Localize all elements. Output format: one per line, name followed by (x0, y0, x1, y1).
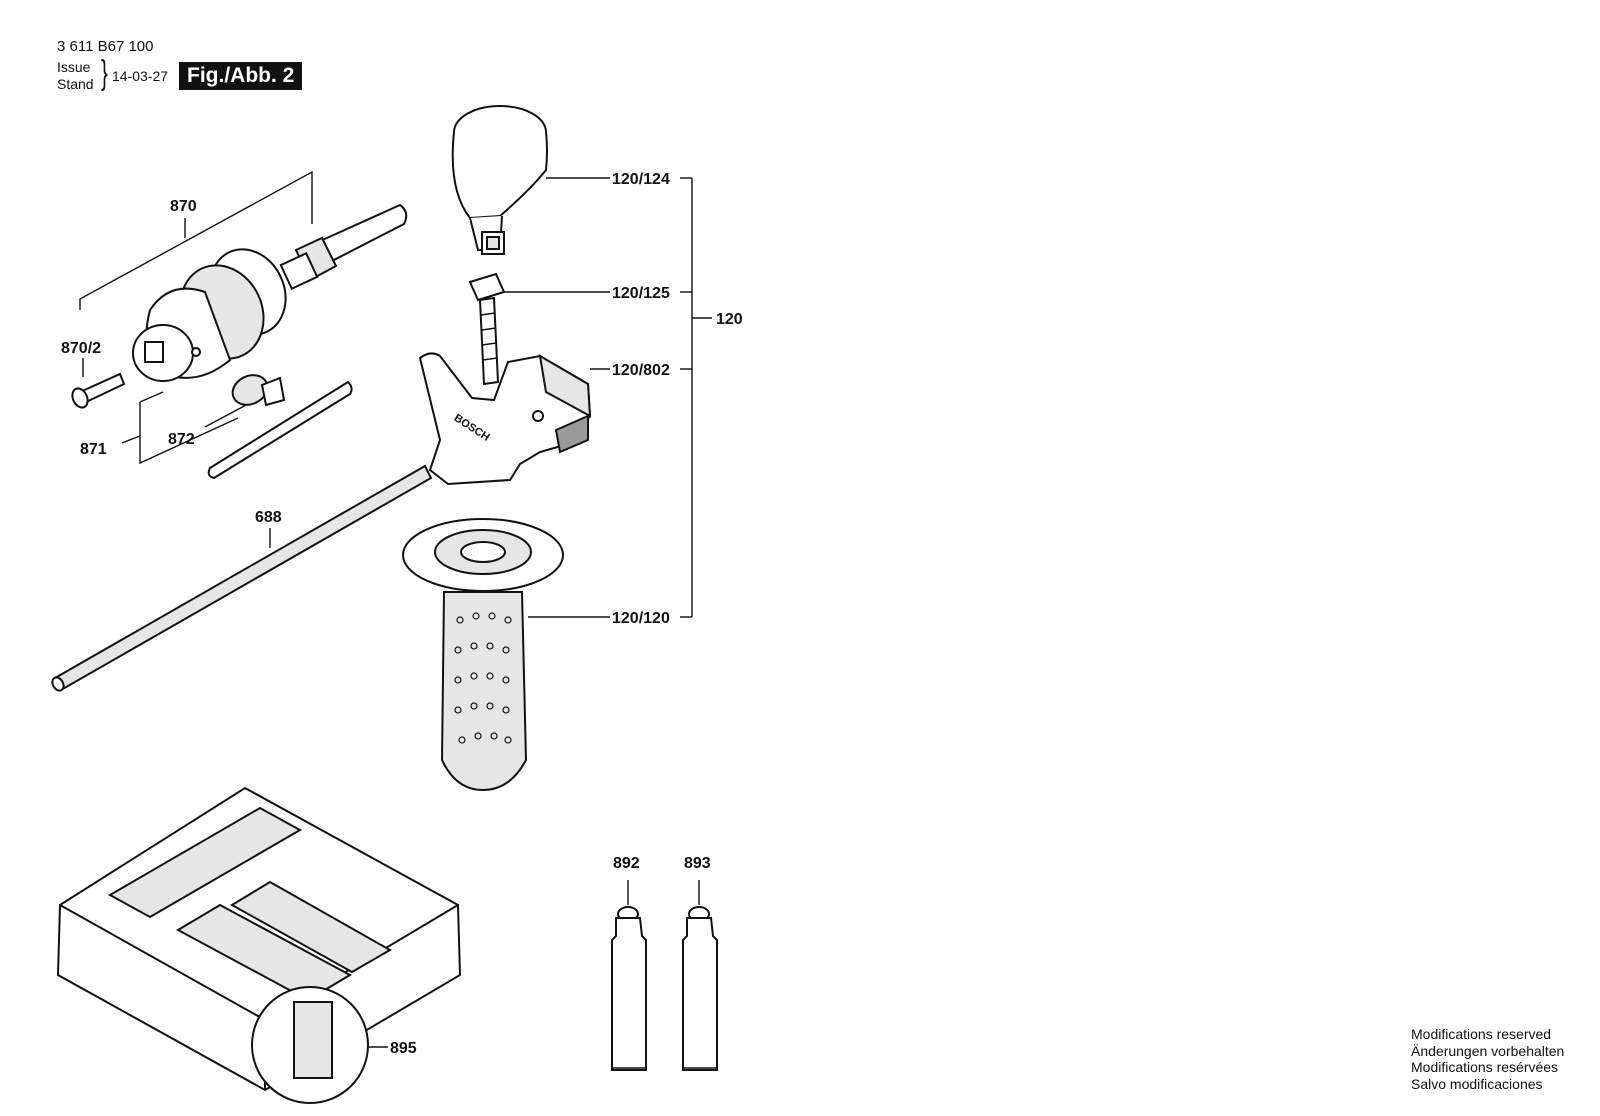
handle-holder: BOSCH (418, 352, 592, 486)
drill-chuck (132, 248, 287, 382)
callout-688: 688 (255, 509, 282, 526)
callout-893: 893 (684, 855, 711, 872)
handle-grip-dots (454, 612, 512, 744)
callout-895: 895 (390, 1040, 417, 1057)
issue-date: 14-03-27 (112, 68, 169, 84)
callout-892: 892 (613, 855, 640, 872)
callout-120-124: 120/124 (612, 171, 670, 188)
t-bolt (468, 272, 506, 386)
modifications-line-fr: Modifications resérvées (1411, 1059, 1559, 1075)
modifications-line-de: Änderungen vorbehalten (1411, 1042, 1565, 1059)
modifications-notice: Modifications reserved Änderungen vorbeh… (1411, 1026, 1564, 1092)
figure-label: Fig./Abb. 2 (179, 62, 303, 90)
issue-label: Issue (57, 59, 91, 75)
stand-label: Stand (57, 76, 94, 92)
leader-lines (79, 170, 712, 1048)
side-handle (402, 518, 564, 792)
callout-870-2: 870/2 (61, 340, 101, 357)
issue-brace: } (101, 54, 108, 92)
modifications-line-en: Modifications reserved (1411, 1026, 1552, 1042)
callout-120: 120 (716, 311, 743, 328)
callout-labels: 870 870/2 871 872 688 120/124 120/125 12… (61, 171, 743, 1057)
chuck-key (207, 374, 353, 480)
callout-872: 872 (168, 431, 195, 448)
callout-871: 871 (80, 441, 107, 458)
callout-120-802: 120/802 (612, 362, 670, 379)
sds-adapter-shank (279, 203, 408, 291)
clamping-band (451, 105, 548, 255)
modifications-line-es: Salvo modificaciones (1411, 1075, 1543, 1092)
grease-tube-893 (682, 906, 718, 1071)
callout-120-125: 120/125 (612, 285, 670, 302)
chuck-screw (71, 372, 126, 409)
depth-stop-rod (51, 464, 433, 692)
callout-870: 870 (170, 198, 197, 215)
document-number: 3 611 B67 100 (57, 38, 154, 55)
carrying-case (56, 786, 462, 1104)
grease-tube-892 (611, 906, 647, 1071)
callout-120-120: 120/120 (612, 610, 670, 627)
